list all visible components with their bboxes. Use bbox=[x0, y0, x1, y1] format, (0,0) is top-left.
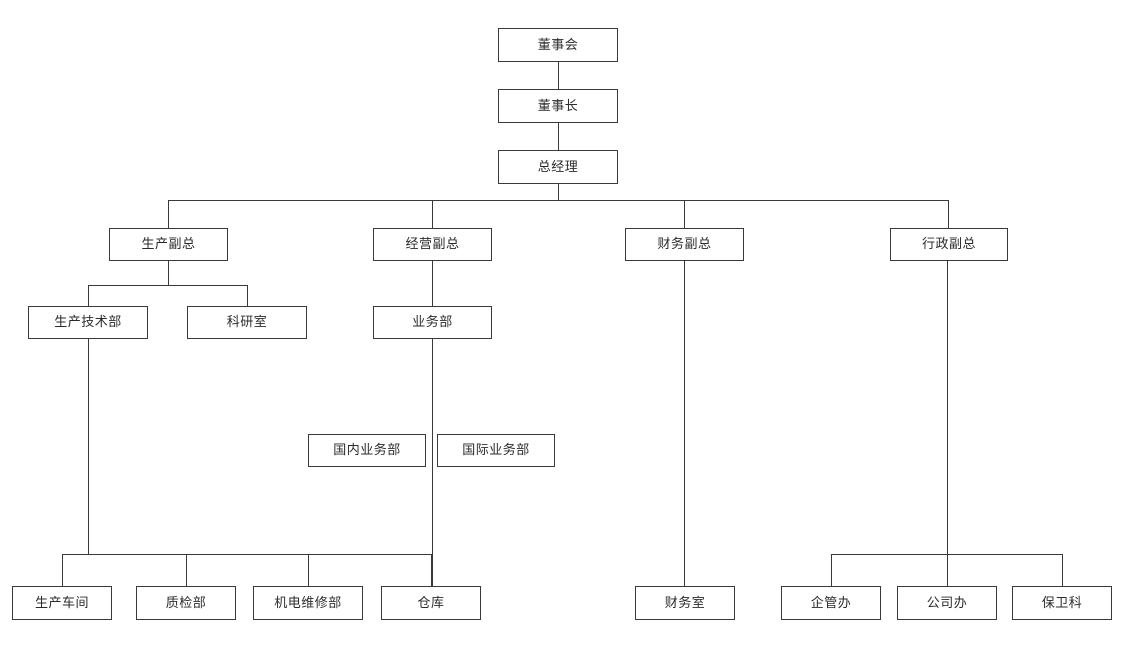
connector-c-chairman-gm bbox=[558, 123, 559, 150]
connector-c-bus-research bbox=[247, 285, 248, 306]
org-node-vp-prod[interactable]: 生产副总 bbox=[109, 228, 228, 261]
org-node-chairman[interactable]: 董事长 bbox=[498, 89, 618, 123]
connector-c-vpfin-finoffice bbox=[684, 261, 685, 586]
connector-c-bus-maintenance bbox=[308, 554, 309, 586]
connector-c-bottomleft-bus bbox=[62, 554, 432, 555]
org-node-ent-admin[interactable]: 企管办 bbox=[781, 586, 881, 620]
connector-c-vpops-business bbox=[432, 261, 433, 306]
org-node-vp-fin[interactable]: 财务副总 bbox=[625, 228, 744, 261]
connector-c-bus-warehouse bbox=[431, 554, 432, 586]
org-node-company-off[interactable]: 公司办 bbox=[897, 586, 997, 620]
org-node-security[interactable]: 保卫科 bbox=[1012, 586, 1112, 620]
connector-c-bus-vp-admin bbox=[948, 200, 949, 228]
org-node-maintenance[interactable]: 机电维修部 bbox=[253, 586, 363, 620]
org-node-qc[interactable]: 质检部 bbox=[136, 586, 236, 620]
connector-c-gm-drop bbox=[558, 184, 559, 200]
org-node-prod-tech[interactable]: 生产技术部 bbox=[28, 306, 148, 339]
org-node-vp-ops[interactable]: 经营副总 bbox=[373, 228, 492, 261]
connector-c-bus-qc bbox=[186, 554, 187, 586]
org-node-intl-biz[interactable]: 国际业务部 bbox=[437, 434, 555, 467]
connector-c-bus-security bbox=[1062, 554, 1063, 586]
org-node-gm[interactable]: 总经理 bbox=[498, 150, 618, 184]
connector-c-bus-companyoff bbox=[947, 554, 948, 586]
org-node-board[interactable]: 董事会 bbox=[498, 28, 618, 62]
org-node-fin-office[interactable]: 财务室 bbox=[635, 586, 735, 620]
connector-c-bus-entadmin bbox=[831, 554, 832, 586]
org-node-vp-admin[interactable]: 行政副总 bbox=[890, 228, 1008, 261]
org-node-warehouse[interactable]: 仓库 bbox=[381, 586, 481, 620]
connector-c-vpprod-bus bbox=[88, 285, 248, 286]
connector-c-bus-vp-prod bbox=[168, 200, 169, 228]
connector-c-business-down bbox=[432, 339, 433, 586]
org-node-workshop[interactable]: 生产车间 bbox=[12, 586, 112, 620]
connector-c-bus-vp-fin bbox=[684, 200, 685, 228]
connector-c-bus-workshop bbox=[62, 554, 63, 586]
org-node-business[interactable]: 业务部 bbox=[373, 306, 492, 339]
connector-c-board-chairman bbox=[558, 62, 559, 89]
connector-c-bus-vp-ops bbox=[432, 200, 433, 228]
org-node-domestic-biz[interactable]: 国内业务部 bbox=[308, 434, 426, 467]
connector-c-vpprod-drop bbox=[168, 261, 169, 285]
connector-c-bus-prodtech bbox=[88, 285, 89, 306]
org-node-research[interactable]: 科研室 bbox=[187, 306, 307, 339]
connector-c-vpadmin-down bbox=[947, 261, 948, 554]
connector-c-prodtech-down bbox=[88, 339, 89, 554]
connector-c-level3-bus bbox=[168, 200, 949, 201]
